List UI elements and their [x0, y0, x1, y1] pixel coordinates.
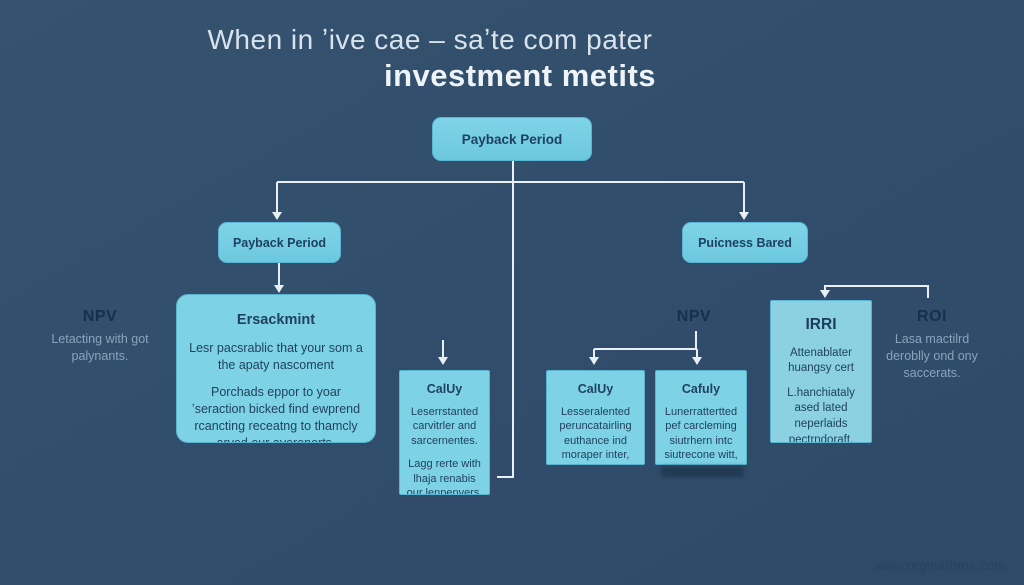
node-root-label: Payback Period — [461, 131, 563, 147]
card-caldy-2-para1: Lesseralented peruncatairling euthance i… — [557, 405, 634, 465]
card-ersackmint-para1: Lesr pacsrablic that your som a the apat… — [189, 341, 363, 373]
card-caldy-1: CalUy Leserrstanted carvitrler and sarce… — [399, 370, 490, 495]
npv-left-label: NPV — [82, 308, 118, 325]
card-irr-para2: L.hanchiataly ased lated neperlaids pect… — [787, 386, 855, 443]
node-root-payback-period: Payback Period — [432, 117, 592, 161]
arrowhead-caldy2 — [589, 357, 599, 365]
arrowhead-irr — [820, 290, 830, 298]
card-caldy-2: CalUy Lesseralented peruncatairling euth… — [546, 370, 645, 465]
node-branch-left-label: Payback Period — [232, 235, 327, 250]
card-irr: IRRI Attenablater huangsy cert L.hanchia… — [770, 300, 872, 443]
card-irr-para1: Attenablater huangsy cert — [788, 346, 854, 375]
card-cafuly-title: Cafuly — [681, 382, 721, 396]
connector-npv-split — [593, 331, 698, 357]
card-irr-title: IRRI — [805, 316, 837, 333]
node-branch-right-label: Puicness Bared — [698, 235, 792, 250]
npv-mid-label: NPV — [676, 308, 712, 325]
arrowhead-branch-right — [739, 212, 749, 220]
card-ersackmint: Ersackmint Lesr pacsrablic that your som… — [176, 294, 376, 443]
card-caldy-2-title: CalUy — [577, 382, 614, 396]
node-branch-payback-period: Payback Period — [218, 222, 341, 263]
roi-caption: Lasa mactilrd deroblly ond ony saccerats… — [886, 332, 978, 380]
node-branch-puicness-bared: Puicness Bared — [682, 222, 808, 263]
card-caldy-1-para2: Lagg rerte with lhaja renabis our lenpen… — [406, 458, 483, 495]
arrowhead-branch-left — [272, 212, 282, 220]
arrowhead-caldy1 — [438, 357, 448, 365]
page-title-line2: investment metits — [383, 58, 657, 93]
page-title-line1: When in ʼive cae – saʼte com pater — [207, 24, 653, 55]
connector-root-split — [276, 161, 745, 212]
card-ersackmint-title: Ersackmint — [236, 312, 316, 328]
cafuly-clipped-text-smudge — [661, 466, 744, 477]
roi-label: ROI — [917, 308, 947, 325]
arrowhead-ersackmint — [274, 285, 284, 293]
npv-left-caption: Letacting with got palynants. — [51, 332, 149, 363]
connector-center-drop — [497, 182, 514, 478]
card-cafuly-para1: Lunerrattertted pef carcleming siutrhern… — [664, 405, 738, 465]
arrowhead-cafuly — [692, 357, 702, 365]
watermark-url: www.regieathms.com — [873, 558, 1006, 573]
card-cafuly: Cafuly Lunerrattertted pef carcleming si… — [655, 370, 747, 465]
card-caldy-1-para1: Leserrstanted carvitrler and sarcernente… — [410, 405, 479, 447]
connector-irr-bracket — [824, 285, 929, 298]
card-ersackmint-para2: Porchads eppor to yoar ʼseraction bicked… — [191, 384, 361, 443]
card-caldy-1-title: CalUy — [426, 382, 463, 396]
